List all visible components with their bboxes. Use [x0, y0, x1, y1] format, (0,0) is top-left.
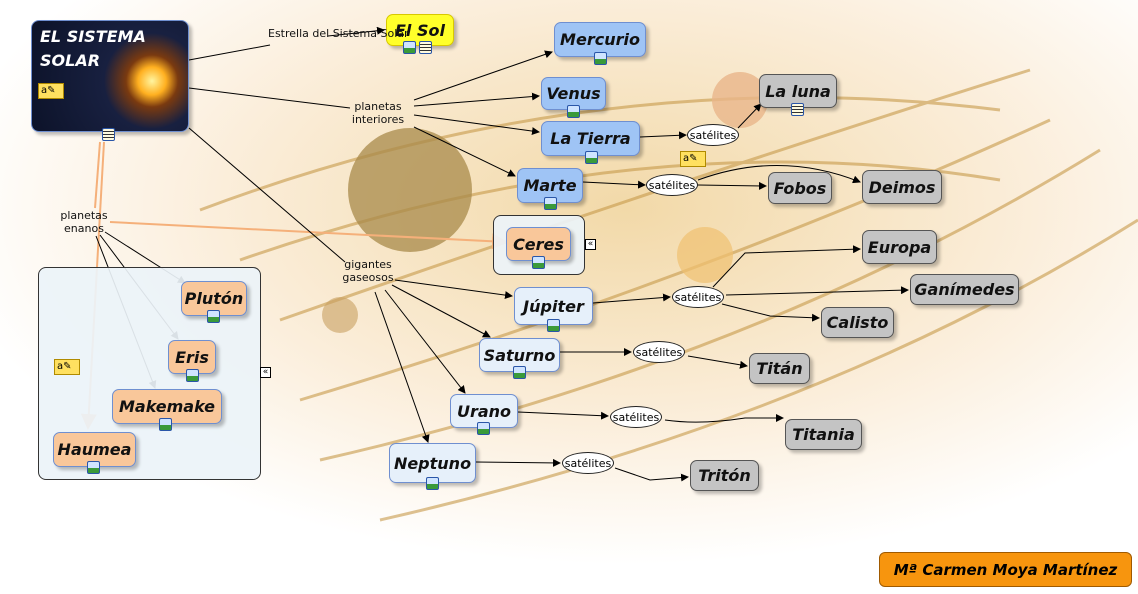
moon-node[interactable]: Tritón	[690, 460, 759, 491]
moon-node[interactable]: La luna	[759, 74, 837, 108]
moon-node[interactable]: Europa	[862, 230, 937, 264]
image-icon[interactable]	[403, 41, 416, 54]
planet-node[interactable]: Neptuno	[389, 443, 476, 483]
collapse-icon[interactable]: «	[585, 239, 596, 250]
image-icon[interactable]	[186, 369, 199, 382]
image-icon[interactable]	[547, 319, 560, 332]
moon-node[interactable]: Ganímedes	[910, 274, 1019, 305]
document-icon[interactable]	[419, 41, 432, 54]
link-satellites: satélites	[646, 174, 698, 196]
planet-node[interactable]: La Tierra	[541, 121, 640, 156]
image-icon[interactable]	[159, 418, 172, 431]
link-satellites: satélites	[687, 124, 739, 146]
note-icon[interactable]: a✎	[38, 83, 64, 99]
planet-node[interactable]: Mercurio	[554, 22, 646, 57]
dwarf-node[interactable]: Plutón	[181, 281, 247, 316]
image-icon[interactable]	[207, 310, 220, 323]
title-node[interactable]: EL SISTEMA SOLAR a✎	[31, 20, 189, 132]
document-icon[interactable]	[102, 128, 115, 141]
image-icon[interactable]	[594, 52, 607, 65]
moon-node[interactable]: Fobos	[768, 172, 832, 204]
author-node[interactable]: Mª Carmen Moya Martínez	[879, 552, 1132, 587]
image-icon[interactable]	[87, 461, 100, 474]
image-icon[interactable]	[544, 197, 557, 210]
sun-node[interactable]: El Sol	[386, 14, 454, 46]
link-dwarf: planetas enanos	[60, 209, 108, 235]
note-icon[interactable]: a✎	[54, 359, 80, 375]
document-icon[interactable]	[791, 103, 804, 116]
image-icon[interactable]	[426, 477, 439, 490]
image-icon[interactable]	[513, 366, 526, 379]
link-giants: gigantes gaseosos	[342, 258, 394, 284]
link-satellites: satélites	[562, 452, 614, 474]
dwarf-node[interactable]: Ceres	[506, 227, 571, 261]
link-interior: planetas interiores	[351, 100, 405, 126]
image-icon[interactable]	[477, 422, 490, 435]
planet-node[interactable]: Venus	[541, 77, 606, 110]
image-icon[interactable]	[532, 256, 545, 269]
moon-node[interactable]: Deimos	[862, 170, 942, 204]
collapse-icon[interactable]: «	[260, 367, 271, 378]
link-satellites: satélites	[672, 286, 724, 308]
image-icon[interactable]	[567, 105, 580, 118]
moon-node[interactable]: Calisto	[821, 307, 894, 338]
planet-node[interactable]: Júpiter	[514, 287, 593, 325]
moon-node[interactable]: Titán	[749, 353, 810, 384]
title-text: EL SISTEMA SOLAR	[40, 27, 146, 70]
link-satellites: satélites	[610, 406, 662, 428]
note-icon[interactable]: a✎	[680, 151, 706, 167]
link-satellites: satélites	[633, 341, 685, 363]
image-icon[interactable]	[585, 151, 598, 164]
dwarf-node[interactable]: Eris	[168, 340, 216, 374]
link-star: Estrella del Sistema Solar	[268, 27, 409, 40]
moon-node[interactable]: Titania	[785, 419, 862, 450]
